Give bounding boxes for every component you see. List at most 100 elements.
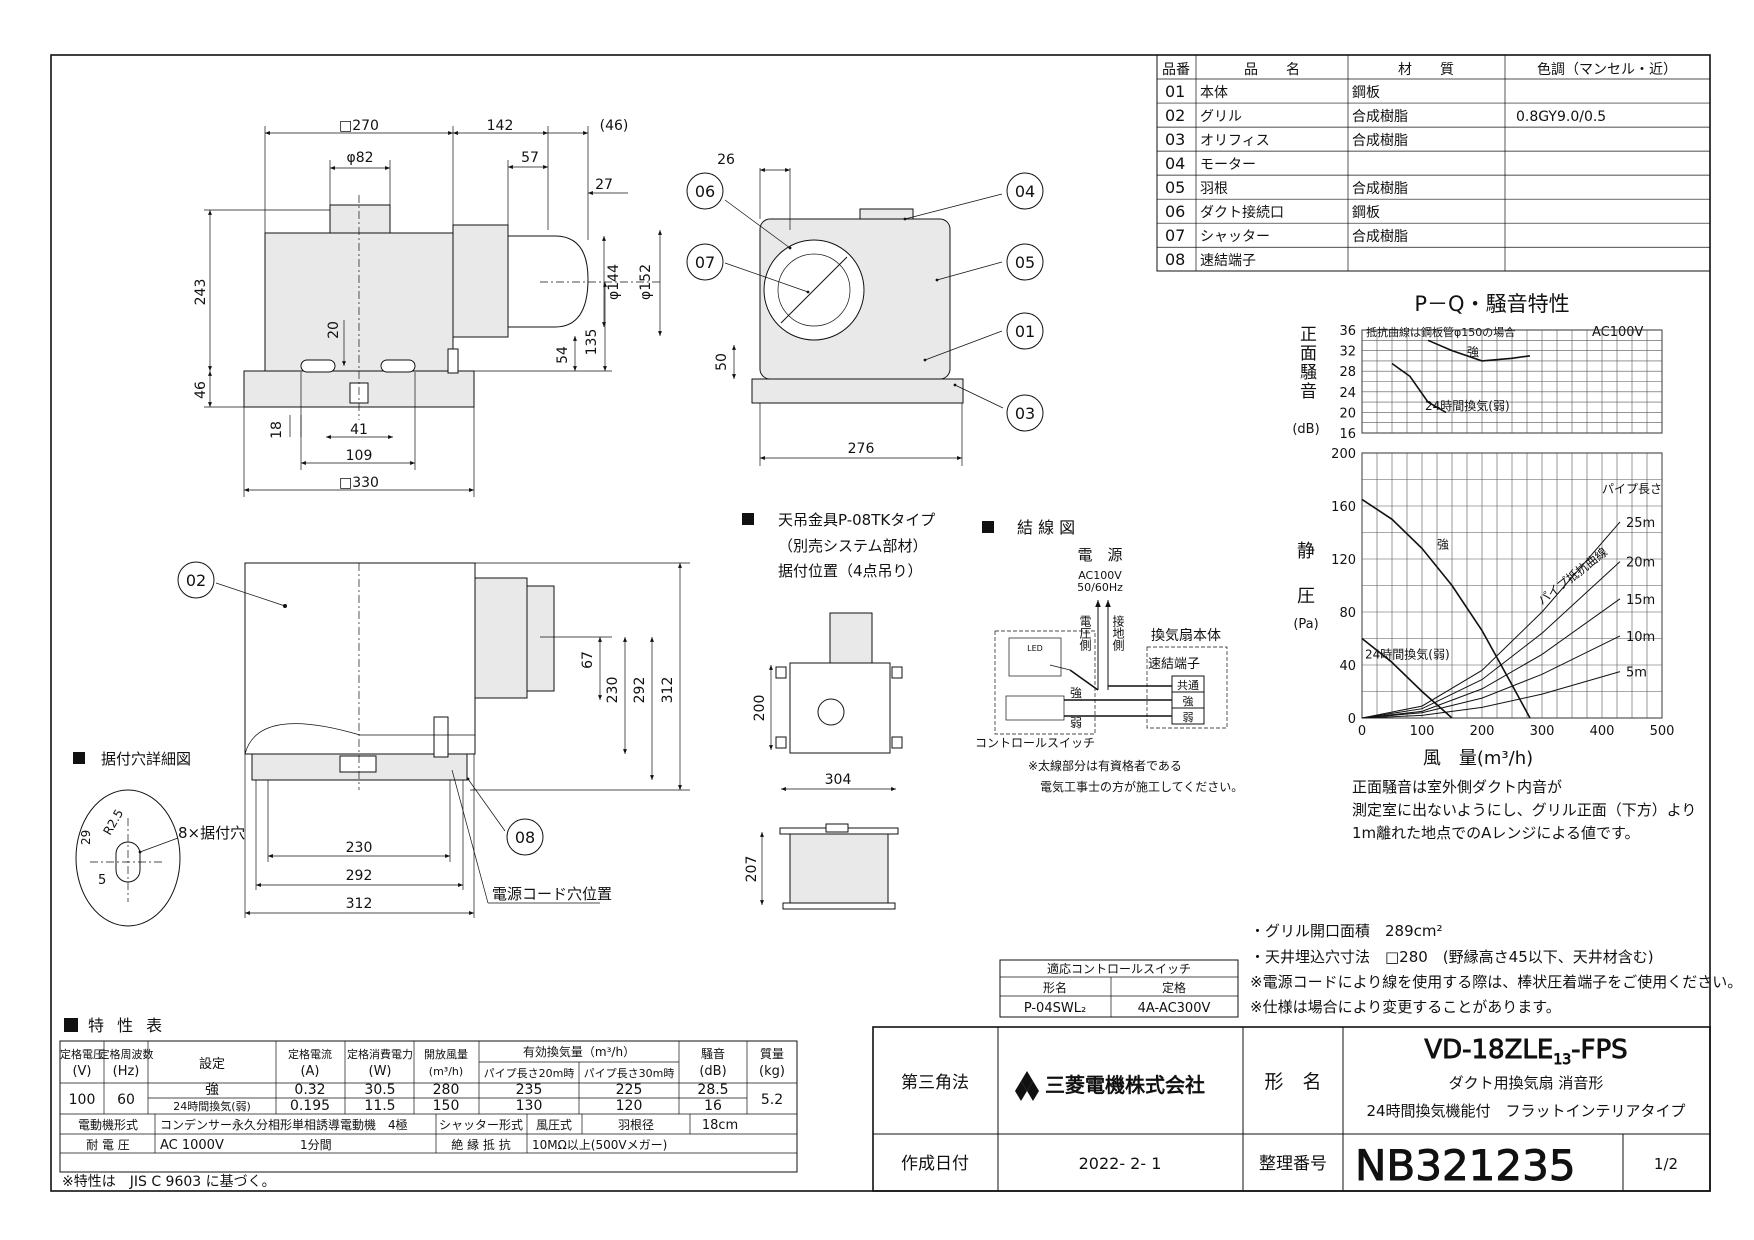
dim-207: 207 bbox=[744, 856, 760, 883]
note-1: ・グリル開口面積 289cm² bbox=[1250, 922, 1443, 940]
wiring-note-2: 電気工事士の方が施工してください。 bbox=[1040, 779, 1243, 794]
spec-cell-open: 150 bbox=[433, 1098, 460, 1114]
page-number: 1/2 bbox=[1654, 1155, 1678, 1173]
model-number: VD-18ZLE13-FPS bbox=[1424, 1035, 1627, 1068]
pq-chart: P－Q・騒音特性 抵抗曲線は鋼板管φ150の場合 AC100V 正面騒音 (dB… bbox=[1292, 292, 1696, 842]
wiring-power-freq: 50/60Hz bbox=[1077, 581, 1123, 594]
note-2: ・天井埋込穴寸法 □280 (野縁高さ45以下、天井材含む) bbox=[1250, 948, 1654, 966]
blade-label: 羽根径 bbox=[618, 1118, 654, 1132]
dim-w330: □330 bbox=[339, 475, 379, 491]
x-tick-label: 400 bbox=[1590, 724, 1615, 739]
parts-cell: 02 bbox=[1165, 106, 1185, 125]
mount-section: 天吊金具P-08TKタイプ （別売システム部材） 据付位置（4点吊り） 200 … bbox=[742, 511, 935, 910]
u-mass: (kg) bbox=[759, 1064, 785, 1079]
spec-cell-p20: 235 bbox=[516, 1082, 543, 1098]
cord-hole-label: 電源コード穴位置 bbox=[492, 885, 612, 903]
switch-label: コントロールスイッチ bbox=[975, 736, 1095, 750]
mount-title-1: 天吊金具P-08TKタイプ bbox=[778, 511, 935, 529]
pipe-length-label: 5m bbox=[1626, 666, 1647, 681]
noise-label-strong: 強 bbox=[1467, 345, 1479, 359]
parts-cell: 03 bbox=[1165, 130, 1185, 149]
parts-cell: ダクト接続口 bbox=[1200, 204, 1284, 221]
parts-cell: 羽根 bbox=[1200, 181, 1228, 197]
shutter-value: 風圧式 bbox=[536, 1118, 572, 1132]
spec-title: 特 性 表 bbox=[88, 1016, 166, 1035]
pq-title: P－Q・騒音特性 bbox=[1414, 292, 1569, 316]
parts-cell: グリル bbox=[1200, 109, 1242, 125]
spec-cell-power: 30.5 bbox=[364, 1082, 395, 1098]
spec-cell-p20: 130 bbox=[516, 1098, 543, 1114]
parts-cell: シャッター bbox=[1200, 229, 1270, 245]
parts-cell: オリフィス bbox=[1200, 133, 1270, 149]
parts-cell: 合成樹脂 bbox=[1352, 109, 1408, 125]
parts-cell: 合成樹脂 bbox=[1352, 181, 1408, 197]
model-desc-1: ダクト用換気扇 消音形 bbox=[1449, 1074, 1604, 1092]
parts-cell: 07 bbox=[1165, 226, 1185, 245]
terminal-strong: 強 bbox=[1183, 695, 1194, 708]
noise-tick-label: 28 bbox=[1339, 365, 1356, 380]
terminal-common: 共通 bbox=[1177, 679, 1199, 692]
series-label-weak: 24時間換気(弱) bbox=[1365, 646, 1450, 661]
dim-292: 292 bbox=[346, 868, 373, 884]
dim-312: 312 bbox=[346, 896, 373, 912]
dim-w270: □270 bbox=[339, 118, 379, 134]
parts-cell: 01 bbox=[1165, 82, 1185, 101]
h-voltage: 定格電圧 bbox=[60, 1047, 104, 1061]
hole-5: 5 bbox=[98, 873, 106, 888]
pq-note-2: 測定室に出ないようにし、グリル正面（下方）より bbox=[1352, 801, 1696, 819]
blade-value: 18cm bbox=[702, 1118, 738, 1133]
company-name: 三菱電機株式会社 bbox=[1045, 1073, 1205, 1097]
y-tick-label: 40 bbox=[1339, 659, 1356, 674]
title-block: 第三角法 三菱電機株式会社 形 名 VD-18ZLE13-FPS ダクト用換気扇… bbox=[872, 1026, 1711, 1192]
parts-cell: モーター bbox=[1200, 157, 1256, 173]
spec-cell-power: 11.5 bbox=[364, 1098, 395, 1114]
u-current: (A) bbox=[300, 1064, 319, 1079]
h-mass: 質量 bbox=[760, 1046, 784, 1061]
dim-46: (46) bbox=[600, 118, 629, 134]
hole-detail: 据付穴詳細図 R2.5 29 5 8×据付穴 bbox=[73, 750, 245, 927]
parts-header-color: 色調（マンセル・近） bbox=[1537, 61, 1677, 78]
pq-voltage: AC100V bbox=[1592, 325, 1644, 340]
parts-cell: 鋼板 bbox=[1352, 205, 1380, 221]
pq-note-top: 抵抗曲線は鋼板管φ150の場合 bbox=[1366, 325, 1515, 339]
terminal-label: 速結端子 bbox=[1148, 657, 1200, 672]
spec-cell-setting: 24時間換気(弱) bbox=[173, 1099, 251, 1113]
wiring-strong: 強 bbox=[1070, 686, 1082, 700]
parts-cell: 本体 bbox=[1200, 85, 1228, 101]
number-value: NB321235 bbox=[1355, 1141, 1576, 1190]
dim-67: 67 bbox=[580, 651, 596, 669]
h-freq: 定格周波数 bbox=[99, 1047, 154, 1061]
spec-freq: 60 bbox=[117, 1092, 135, 1108]
hole-29: 29 bbox=[79, 830, 93, 845]
dim-304: 304 bbox=[825, 772, 852, 788]
pressure-unit: (Pa) bbox=[1293, 617, 1318, 632]
u-noise: (dB) bbox=[699, 1064, 726, 1079]
u-open: (m³/h) bbox=[429, 1065, 463, 1078]
noise-tick-label: 16 bbox=[1339, 427, 1356, 442]
fan-body-label: 換気扇本体 bbox=[1151, 628, 1221, 644]
pipe-length-label: 20m bbox=[1626, 556, 1655, 571]
switch-title: 適応コントロールスイッチ bbox=[1047, 961, 1191, 976]
callout-02: 02 bbox=[186, 571, 206, 590]
callout-07: 07 bbox=[695, 253, 715, 272]
spec-voltage: 100 bbox=[69, 1092, 96, 1108]
mount-title-3: 据付位置（4点吊り） bbox=[778, 562, 923, 580]
dim-230v: 230 bbox=[605, 677, 621, 704]
ground-side: 接地側 bbox=[1111, 614, 1125, 651]
spec-footnote: ※特性は JIS C 9603 に基づく。 bbox=[62, 1173, 276, 1190]
front-view: 67 230 292 312 230 292 312 電源コード穴位置 02 0… bbox=[177, 561, 690, 918]
dim-phi82: φ82 bbox=[346, 150, 373, 166]
dim-312v: 312 bbox=[660, 677, 676, 704]
y-tick-label: 200 bbox=[1331, 447, 1356, 462]
projection: 第三角法 bbox=[901, 1073, 969, 1093]
model-desc-2: 24時間換気機能付 フラットインテリアタイプ bbox=[1366, 1102, 1685, 1120]
hole-detail-title: 据付穴詳細図 bbox=[101, 750, 191, 768]
y-tick-label: 80 bbox=[1339, 606, 1356, 621]
note-4: ※仕様は場合により変更することがあります。 bbox=[1250, 998, 1561, 1016]
wiring-power-spec: AC100V bbox=[1078, 569, 1122, 582]
led-label: LED bbox=[1027, 644, 1043, 653]
callout-05: 05 bbox=[1015, 253, 1035, 272]
motor-label: 電動機形式 bbox=[78, 1117, 138, 1132]
